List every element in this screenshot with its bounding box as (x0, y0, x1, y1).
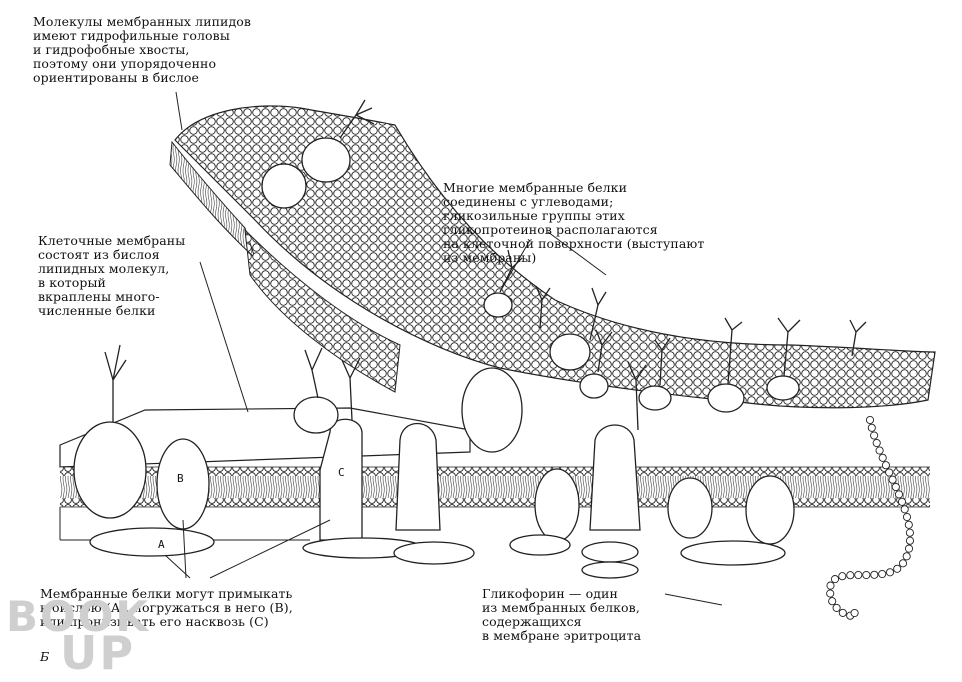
glycophorin-bead (878, 569, 887, 579)
watermark-bottom: UP (60, 626, 136, 680)
glycophorin-bead (828, 597, 837, 606)
glycophorin-bead (830, 575, 840, 584)
glycophorin-bead (904, 520, 913, 529)
glycophorin-bead (862, 570, 871, 580)
glycophorin-bead (850, 608, 859, 618)
glycophorin-bead (838, 608, 847, 617)
glycophorin-bead (867, 423, 876, 432)
glycosyl-chains (104, 99, 867, 431)
lipid-bilayer-slab (59, 407, 930, 541)
glycophorin-bead (888, 475, 897, 484)
membranes-annotation: Клеточные мембраны состоят из бислоя лип… (38, 233, 186, 318)
protein-label-a: А (158, 538, 165, 551)
glycophorin-bead (832, 603, 841, 612)
protein-small-top (293, 396, 339, 434)
glycophorin-bead (870, 570, 879, 579)
leader-lines (164, 91, 723, 606)
membrane-proteins (73, 137, 800, 579)
glycophorin-bead (904, 544, 914, 553)
protein-a (89, 527, 215, 557)
glycophorin-bead (902, 552, 911, 561)
glycophorin-bead (870, 431, 879, 440)
protein-tall (395, 423, 441, 531)
glycophorin-bead (826, 581, 835, 590)
glycophorin-bead (826, 589, 835, 598)
glycophorin-chain (826, 415, 915, 620)
glycophorin-bead (875, 446, 884, 455)
glycophorin-bead (891, 482, 900, 492)
protein-label-c: С (338, 466, 345, 479)
glycophorin-bead (872, 438, 881, 448)
panel-letter: Б (40, 649, 50, 664)
glycophorin-annotation: Гликофорин — один из мембранных белков, … (482, 586, 642, 643)
glycophorin-bead (905, 536, 915, 545)
glycophorin-bead (894, 490, 904, 499)
glycophorin-bead (885, 568, 895, 577)
glycophorin-bead (897, 497, 907, 506)
glycophorin-bead (905, 528, 914, 537)
lipid-bilayer-sheet (169, 105, 936, 409)
glycophorin-bead (881, 461, 890, 470)
glycophorin-bead (902, 512, 912, 522)
proteins-abc-annotation: Мембранные белки могут примыкать к бисло… (40, 586, 293, 629)
lipids-annotation: Молекулы мембранных липидов имеют гидроф… (33, 14, 252, 85)
glycophorin-bead (878, 453, 887, 462)
protein-label-b: В (177, 472, 184, 485)
glycophorin-bead (885, 468, 894, 477)
glycoproteins-annotation: Многие мембранные белки соединены с угле… (443, 180, 705, 265)
glycophorin-bead (900, 505, 909, 514)
glycophorin-bead (854, 570, 863, 580)
glycophorin-bead (846, 571, 855, 580)
glycophorin-bead (838, 572, 847, 581)
glycophorin-bead (865, 415, 875, 425)
glycophorin-bead (898, 559, 908, 568)
glycophorin-bead (893, 564, 902, 573)
protein-left (73, 421, 147, 519)
watermark-top: BOOK (6, 592, 150, 641)
